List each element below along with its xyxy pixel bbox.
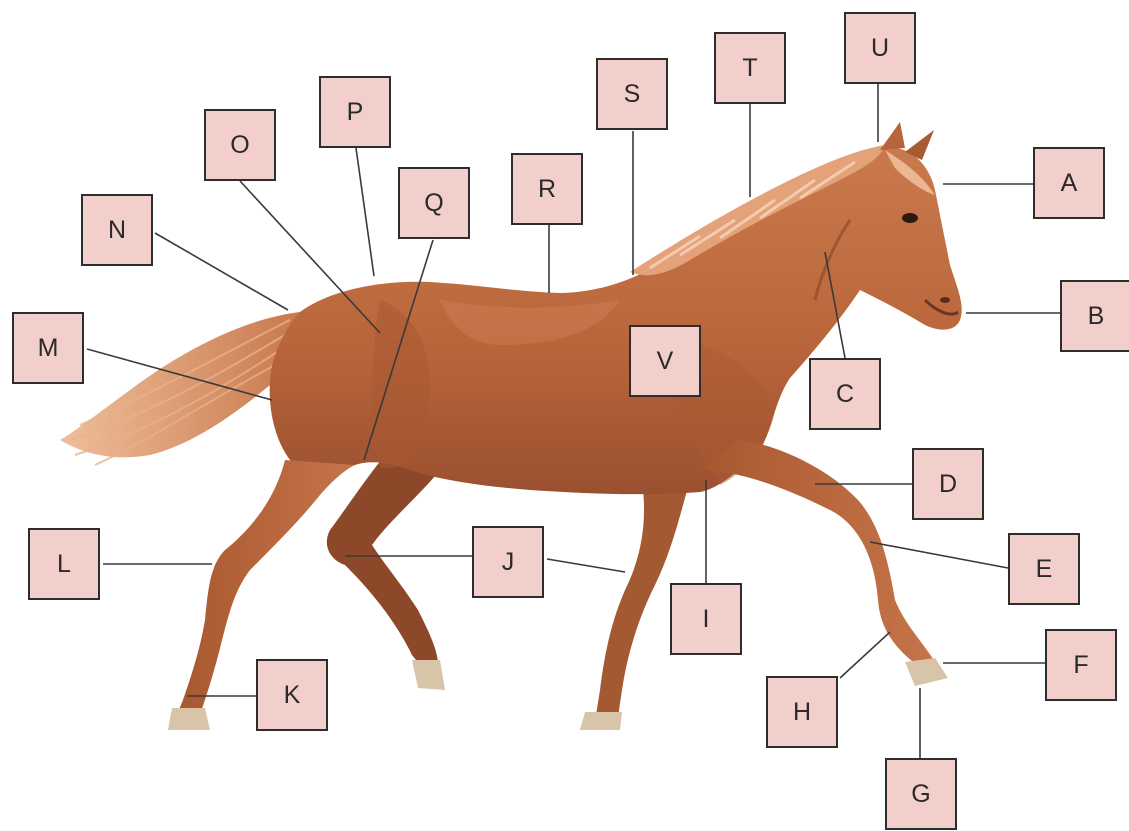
label-t-text: T — [742, 54, 757, 83]
label-s: S — [596, 58, 668, 130]
leader-line-c — [825, 252, 845, 358]
label-k: K — [256, 659, 328, 731]
label-i: I — [670, 583, 742, 655]
label-t: T — [714, 32, 786, 104]
leader-line-e — [870, 542, 1008, 568]
label-g-text: G — [911, 780, 930, 809]
label-v: V — [629, 325, 701, 397]
label-k-text: K — [284, 681, 301, 710]
leader-line-o — [240, 181, 380, 333]
label-v-text: V — [657, 347, 674, 376]
label-d: D — [912, 448, 984, 520]
label-a: A — [1033, 147, 1105, 219]
label-m: M — [12, 312, 84, 384]
label-l: L — [28, 528, 100, 600]
label-c-text: C — [836, 380, 854, 409]
label-e: E — [1008, 533, 1080, 605]
leader-line-n — [155, 233, 288, 310]
label-l-text: L — [57, 550, 71, 579]
label-b: B — [1060, 280, 1129, 352]
leader-line-p — [356, 148, 374, 276]
label-r: R — [511, 153, 583, 225]
label-g: G — [885, 758, 957, 830]
label-m-text: M — [38, 334, 59, 363]
label-f: F — [1045, 629, 1117, 701]
label-e-text: E — [1036, 555, 1053, 584]
label-h: H — [766, 676, 838, 748]
label-u-text: U — [871, 34, 889, 63]
leader-line-m — [87, 349, 272, 400]
label-p-text: P — [347, 98, 364, 127]
label-q: Q — [398, 167, 470, 239]
leader-line-j2 — [547, 559, 625, 572]
label-d-text: D — [939, 470, 957, 499]
label-u: U — [844, 12, 916, 84]
label-p: P — [319, 76, 391, 148]
label-c: C — [809, 358, 881, 430]
label-o-text: O — [230, 131, 249, 160]
label-r-text: R — [538, 175, 556, 204]
label-f-text: F — [1073, 651, 1088, 680]
label-b-text: B — [1088, 302, 1105, 331]
label-n: N — [81, 194, 153, 266]
label-s-text: S — [624, 80, 641, 109]
label-h-text: H — [793, 698, 811, 727]
label-n-text: N — [108, 216, 126, 245]
leader-line-h — [840, 632, 890, 678]
label-o: O — [204, 109, 276, 181]
label-j: J — [472, 526, 544, 598]
label-a-text: A — [1061, 169, 1078, 198]
label-q-text: Q — [424, 189, 443, 218]
label-j-text: J — [502, 548, 515, 577]
label-i-text: I — [703, 605, 710, 634]
